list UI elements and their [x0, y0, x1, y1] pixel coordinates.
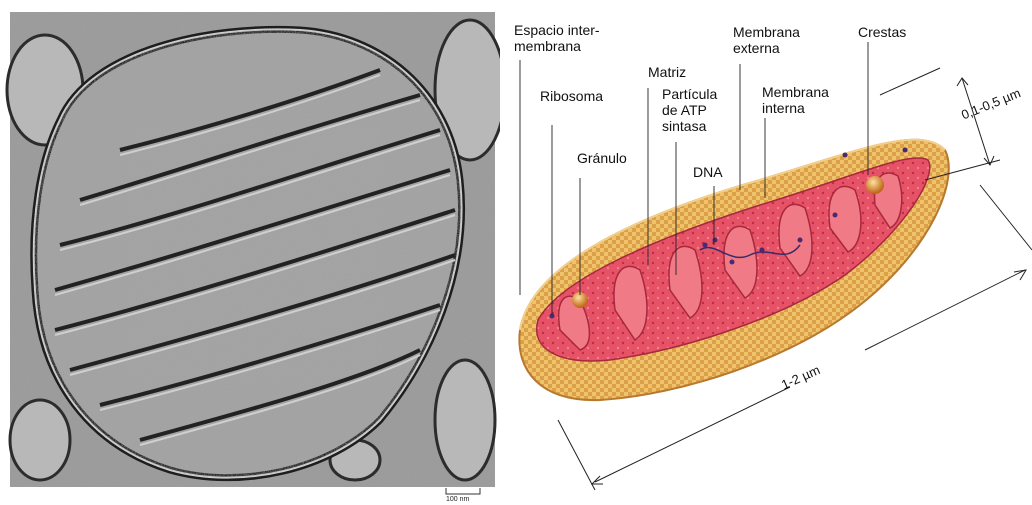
label-membrana-interna: Membrana interna	[762, 84, 829, 116]
label-matriz: Matriz	[648, 64, 686, 80]
scale-bar-label: 100 nm	[446, 496, 469, 503]
label-membrana-externa: Membrana externa	[733, 24, 800, 56]
label-crestas: Crestas	[858, 24, 906, 40]
label-dna: DNA	[693, 164, 723, 180]
label-particula-atp-sintasa: Partícula de ATP sintasa	[662, 86, 717, 134]
label-ribosoma: Ribosoma	[540, 88, 603, 104]
label-espacio-intermembrana: Espacio inter- membrana	[514, 22, 600, 54]
label-granulo: Gránulo	[577, 150, 627, 166]
